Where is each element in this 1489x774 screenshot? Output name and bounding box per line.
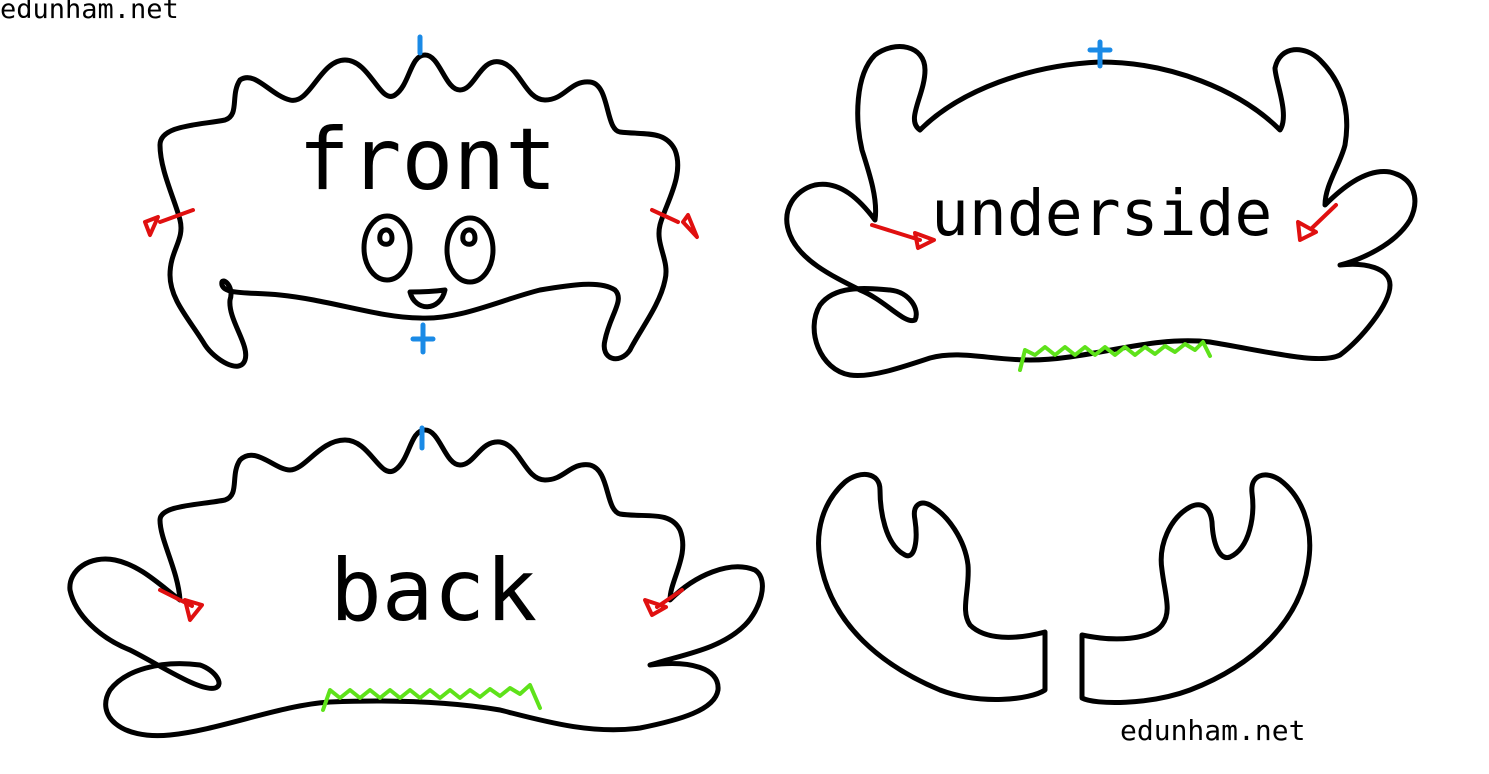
back-piece-label: back (330, 541, 538, 641)
right-claw-outline (1079, 472, 1313, 705)
left-claw-outline (816, 472, 1048, 702)
front-piece (143, 34, 699, 369)
front-outline (157, 52, 681, 369)
underside-left-leg-marker (870, 223, 936, 250)
underside-piece (784, 39, 1418, 379)
underside-right-leg-marker (1296, 203, 1338, 242)
front-left-leg-marker (143, 208, 195, 237)
front-left-pupil (377, 227, 395, 247)
back-left-leg-marker (158, 588, 204, 622)
front-right-leg-marker (650, 208, 699, 239)
underside-opening-stitch (1018, 340, 1212, 372)
watermark-bottom-right: edunham.net (1120, 714, 1306, 747)
back-right-leg-marker (643, 588, 684, 617)
front-left-eye (361, 213, 413, 283)
underside-outline (784, 44, 1418, 379)
front-piece-label: front (298, 110, 557, 210)
underside-piece-label: underside (931, 177, 1273, 250)
back-opening-stitch (321, 683, 542, 712)
front-right-pupil (460, 227, 478, 247)
claws-piece (816, 472, 1313, 705)
back-piece (67, 425, 765, 739)
front-mouth (407, 287, 448, 310)
back-outline (67, 427, 765, 739)
front-right-eye (444, 215, 496, 285)
watermark-top-left: edunham.net (0, 0, 179, 25)
